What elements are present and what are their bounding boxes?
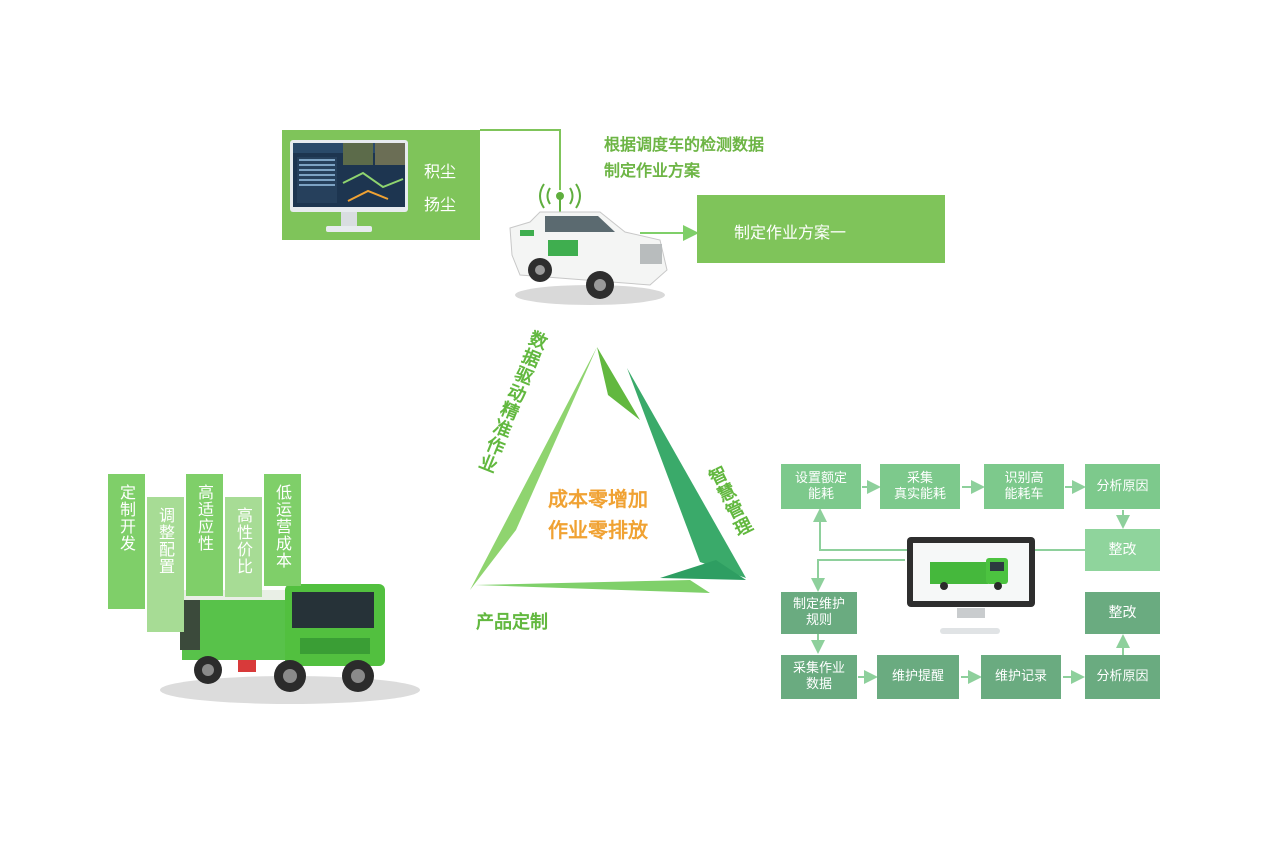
flow-box-set-quota-line2: 能耗 <box>807 486 834 502</box>
flow-box-remind: 维护提醒 <box>877 655 959 699</box>
flow-box-rectify-top: 整改 <box>1085 529 1160 571</box>
feature-bar-adjust-config: 调整配置 <box>147 497 184 632</box>
dashboard-monitor-neck <box>341 212 357 226</box>
management-monitor-stand <box>957 608 985 618</box>
flow-box-collect-real: 采集 真实能耗 <box>880 464 960 509</box>
flow-box-set-quota-line1: 设置额定 <box>794 470 847 486</box>
sweeper-truck-main <box>160 584 420 704</box>
plan-box <box>697 195 945 263</box>
flow-box-identify-high-line2: 能耗车 <box>1004 486 1044 502</box>
flow-box-collect-real-line2: 真实能耗 <box>893 486 946 502</box>
flow-box-analyze-bottom: 分析原因 <box>1085 655 1160 699</box>
top-note-line1: 根据调度车的检测数据 <box>604 135 765 154</box>
flow-box-identify-high: 识别高 能耗车 <box>984 464 1064 509</box>
flow-box-collect-data-line2: 数据 <box>805 677 832 692</box>
flow-box-maintain-rule: 制定维护 规则 <box>781 592 857 634</box>
feature-bar-custom-dev: 定制开发 <box>108 474 145 609</box>
monitor-screen-truck-icon <box>930 558 1008 590</box>
flow-box-identify-high-line1: 识别高 <box>1004 470 1044 486</box>
triangle-bottom-label: 产品定制 <box>476 612 548 633</box>
flow-box-collect-data: 采集作业 数据 <box>781 655 857 699</box>
flow-box-analyze-top: 分析原因 <box>1085 464 1160 509</box>
flow-box-rectify-bottom: 整改 <box>1085 592 1160 634</box>
dashboard-map-icon <box>293 143 405 203</box>
flow-box-maintain-rule-line1: 制定维护 <box>792 597 845 612</box>
plan-box-label: 制定作业方案一 <box>734 223 847 242</box>
dashboard-screen <box>293 143 405 207</box>
flow-box-set-quota: 设置额定 能耗 <box>781 464 861 509</box>
core-text-line1: 成本零增加 <box>548 487 648 511</box>
feature-bar-low-operating-cost: 低运营成本 <box>264 474 301 586</box>
core-text-line2: 作业零排放 <box>548 518 648 542</box>
dashboard-monitor-base <box>326 226 372 232</box>
signal-icon <box>539 183 581 212</box>
flow-box-record: 维护记录 <box>981 655 1061 699</box>
management-monitor-foot <box>940 628 1000 634</box>
core-triangle <box>470 347 746 593</box>
top-note-line2: 制定作业方案 <box>604 161 701 180</box>
dust-raising-label: 扬尘 <box>424 195 457 214</box>
feature-bar-cost-performance: 高性价比 <box>225 497 262 597</box>
connector-monitor-to-antenna <box>480 129 561 190</box>
flow-box-collect-data-line1: 采集作业 <box>792 661 845 676</box>
dispatch-pickup-truck <box>509 211 668 305</box>
flow-box-maintain-rule-line2: 规则 <box>805 613 832 628</box>
feature-bar-high-adaptability: 高适应性 <box>186 474 223 596</box>
flow-box-collect-real-line1: 采集 <box>906 470 933 486</box>
dust-accumulation-label: 积尘 <box>424 162 457 181</box>
